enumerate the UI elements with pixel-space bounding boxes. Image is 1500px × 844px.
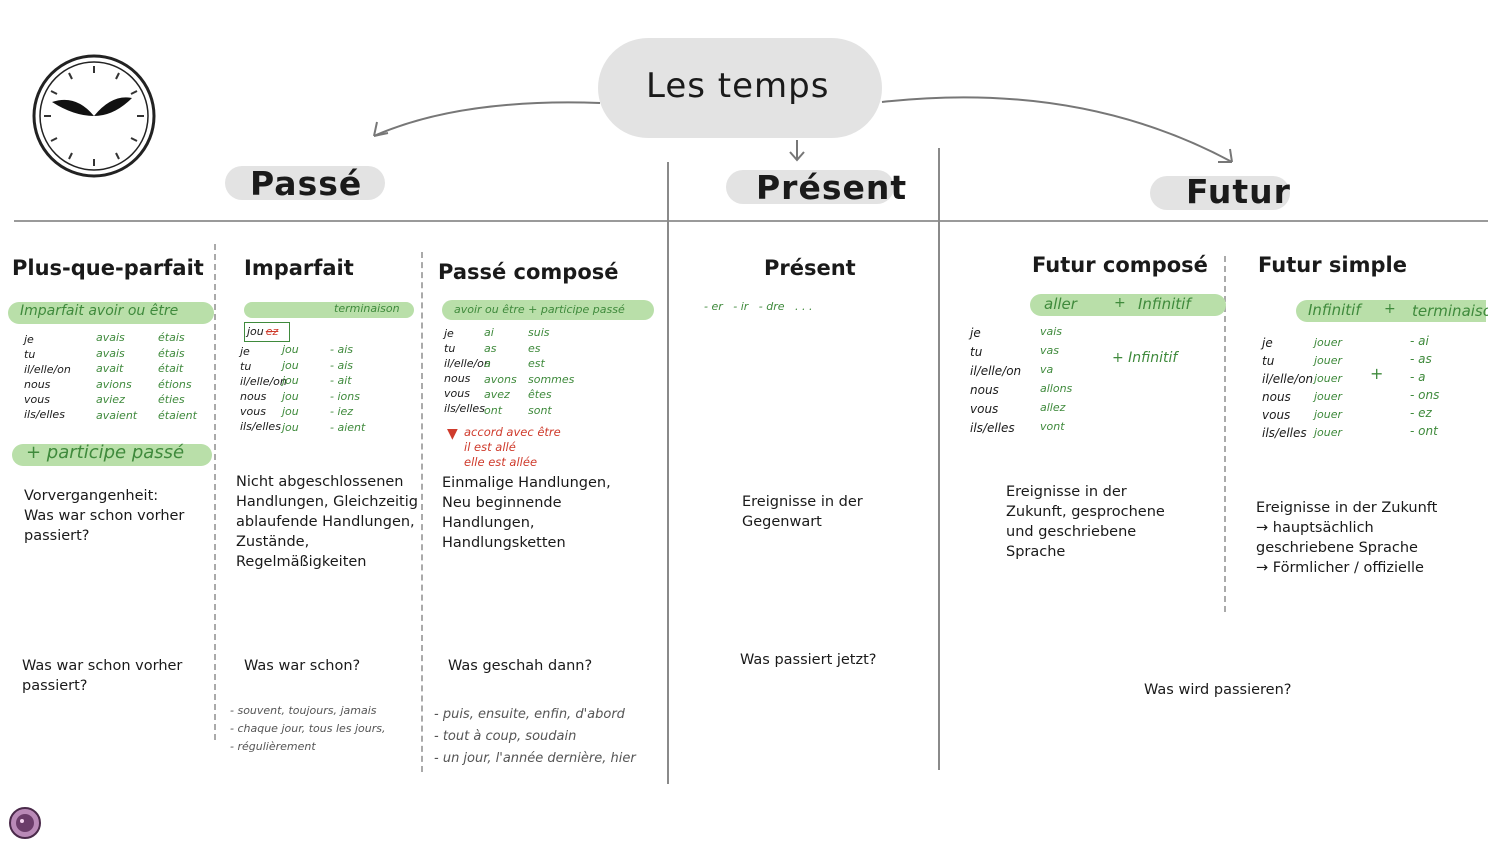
- fc-formula-plus: +: [1114, 295, 1126, 311]
- pc-description: Einmalige Handlungen, Neu beginnende Han…: [442, 473, 611, 553]
- pc-accord-warning-icon: ▼: [447, 426, 458, 442]
- horizontal-divider: [14, 220, 1488, 222]
- divider-present-futur: [938, 148, 940, 770]
- fc-description: Ereignisse in der Zukunft, gesprochene u…: [1006, 482, 1165, 562]
- pqp-description: Vorvergangenheit: Was war schon vorher p…: [24, 486, 184, 546]
- pqp-formula2: + participe passé: [26, 442, 184, 463]
- group-futur: Futur: [1186, 172, 1291, 211]
- imparfait-formula: terminaison: [334, 302, 400, 315]
- imparfait-signal-words: - souvent, toujours, jamais - chaque jou…: [230, 702, 386, 756]
- title-imparfait: Imparfait: [244, 256, 354, 280]
- pqp-formula: Imparfait avoir ou être: [20, 303, 178, 319]
- pqp-question: Was war schon vorher passiert?: [22, 656, 182, 696]
- title-plus-que-parfait: Plus-que-parfait: [12, 256, 204, 280]
- fs-endings: - ai - as - a - ons - ez - ont: [1410, 332, 1439, 440]
- imparfait-pronouns: je tu il/elle/on nous vous ils/elles: [240, 344, 287, 434]
- title-passe-compose: Passé composé: [438, 260, 619, 284]
- imparfait-box-ending: ez: [264, 325, 279, 338]
- group-passe: Passé: [250, 164, 362, 203]
- pc-signal-words: - puis, ensuite, enfin, d'abord - tout à…: [434, 704, 636, 770]
- fs-formula-right: terminaison: [1412, 302, 1488, 320]
- imparfait-stems: jou jou jou jou jou jou: [282, 342, 299, 435]
- pqp-etre: étais étais était étions éties étaient: [158, 330, 197, 423]
- fc-aller: vais vas va allons allez vont: [1040, 322, 1072, 436]
- fs-stems: jouer jouer jouer jouer jouer jouer: [1314, 334, 1342, 442]
- pc-formula: avoir ou être + participe passé: [454, 303, 625, 316]
- fs-formula-right-wrap: terminaison: [1412, 301, 1488, 320]
- present-question: Was passiert jetzt?: [740, 650, 877, 670]
- pc-accord-note: accord avec être il est allé elle est al…: [464, 425, 561, 470]
- divider-imparfait-pc: [421, 252, 423, 772]
- title-futur-compose: Futur composé: [1032, 253, 1208, 277]
- fc-plus-infinitif: + Infinitif: [1112, 350, 1177, 366]
- pqp-pronouns: je tu il/elle/on nous vous ils/elles: [24, 332, 71, 422]
- fs-pronouns: je tu il/elle/on nous vous ils/elles: [1262, 334, 1313, 442]
- imparfait-description: Nicht abgeschlossenen Handlungen, Gleich…: [236, 472, 418, 572]
- fc-formula-left: aller: [1044, 295, 1077, 313]
- title-futur-simple: Futur simple: [1258, 253, 1407, 277]
- divider-passe-present: [667, 162, 669, 784]
- pqp-avoir: avais avais avait avions aviez avaient: [96, 330, 137, 423]
- fc-formula-right: Infinitif: [1138, 295, 1191, 313]
- fs-description: Ereignisse in der Zukunft → hauptsächlic…: [1256, 498, 1437, 578]
- present-endings: - er - ir - dre . . .: [704, 300, 813, 313]
- divider-pqp-imparfait: [214, 244, 216, 740]
- fs-plus: +: [1370, 364, 1383, 383]
- present-description: Ereignisse in der Gegenwart: [742, 492, 863, 532]
- imparfait-endings: - ais - ais - ait - ions - iez - aient: [330, 342, 365, 435]
- imparfait-question: Was war schon?: [244, 656, 360, 676]
- pc-question: Was geschah dann?: [448, 656, 592, 676]
- group-present: Présent: [756, 168, 907, 207]
- fs-formula-plus: +: [1384, 301, 1396, 317]
- title-present: Présent: [764, 256, 856, 280]
- imparfait-box-stem: jou: [245, 325, 264, 338]
- fc-pronouns: je tu il/elle/on nous vous ils/elles: [970, 324, 1021, 438]
- fs-formula-left: Infinitif: [1308, 301, 1361, 319]
- pc-etre: suis es est sommes êtes sont: [528, 325, 574, 418]
- pc-avoir: ai as a avons avez ont: [484, 325, 517, 418]
- futur-question: Was wird passieren?: [1144, 680, 1291, 700]
- logo-icon: [8, 806, 42, 840]
